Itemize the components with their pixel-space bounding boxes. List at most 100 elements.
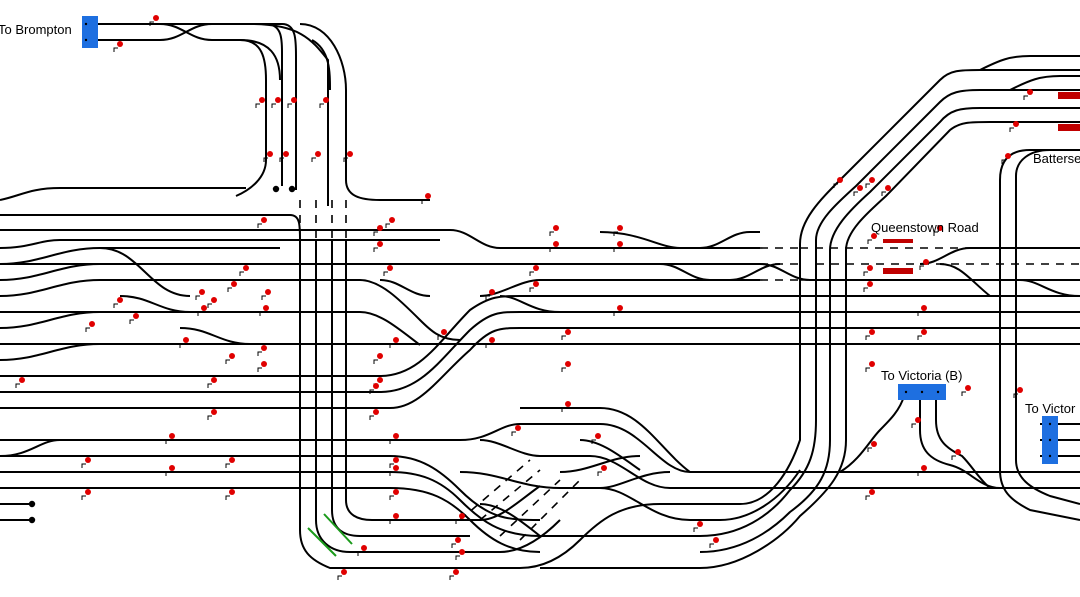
signal-lamp[interactable] (261, 217, 267, 223)
track-segment[interactable] (700, 69, 1080, 505)
red-dot-signal-icon[interactable] (389, 489, 399, 500)
signal-lamp[interactable] (133, 313, 139, 319)
tracks[interactable] (0, 23, 1080, 569)
red-dot-signal-icon[interactable] (81, 457, 91, 468)
track-segment[interactable] (1019, 279, 1080, 297)
red-dot-signal-icon[interactable] (389, 513, 399, 524)
red-dot-signal-icon[interactable] (1001, 153, 1011, 164)
exit-markers[interactable] (82, 16, 1058, 464)
red-dot-signal-icon[interactable] (613, 305, 623, 316)
signal-lamp[interactable] (455, 537, 461, 543)
red-dot-signal-icon[interactable] (261, 289, 271, 300)
red-dot-signal-icon[interactable] (373, 353, 383, 364)
signal-lamp[interactable] (153, 15, 159, 21)
red-dot-signal-icon[interactable] (917, 305, 927, 316)
red-dot-signal-icon[interactable] (357, 545, 367, 556)
red-dot-signal-icon[interactable] (561, 361, 571, 372)
signal-lamp[interactable] (565, 401, 571, 407)
red-dot-signal-icon[interactable] (343, 151, 353, 162)
signal-lamp[interactable] (201, 305, 207, 311)
track-segment[interactable] (99, 247, 191, 297)
red-dot-signal-icon[interactable] (591, 433, 601, 444)
track-segment[interactable] (0, 439, 61, 457)
signal-lamp[interactable] (393, 457, 399, 463)
red-dot-signal-icon[interactable] (865, 361, 875, 372)
red-dot-signal-icon[interactable] (485, 337, 495, 348)
signal-lamp[interactable] (553, 241, 559, 247)
red-dot-signal-icon[interactable] (225, 457, 235, 468)
track-segment[interactable] (0, 229, 760, 249)
track-segment[interactable] (0, 471, 700, 537)
signal-lamp[interactable] (867, 265, 873, 271)
track-segment[interactable] (98, 23, 267, 197)
red-dot-signal-icon[interactable] (385, 217, 395, 228)
red-dot-signal-icon[interactable] (549, 225, 559, 236)
track-segment[interactable] (0, 263, 101, 281)
red-dot-signal-icon[interactable] (389, 457, 399, 468)
signal-lamp[interactable] (377, 377, 383, 383)
signal-lamp[interactable] (211, 377, 217, 383)
signal-lamp[interactable] (229, 353, 235, 359)
signal-lamp[interactable] (459, 549, 465, 555)
red-dot-signal-icon[interactable] (865, 329, 875, 340)
red-dot-signal-icon[interactable] (239, 265, 249, 276)
track-segment[interactable] (579, 439, 641, 471)
red-dot-signal-icon[interactable] (911, 417, 921, 428)
track-segment[interactable] (559, 455, 641, 473)
red-dot-signal-icon[interactable] (437, 329, 447, 340)
red-dot-signal-icon[interactable] (693, 521, 703, 532)
signal-lamp[interactable] (377, 225, 383, 231)
red-dot-signal-icon[interactable] (129, 313, 139, 324)
signal-lamp[interactable] (489, 289, 495, 295)
track-segment[interactable] (311, 39, 331, 91)
red-dot-signal-icon[interactable] (373, 241, 383, 252)
track-segment[interactable] (299, 240, 700, 569)
red-dot-signal-icon[interactable] (863, 265, 873, 276)
red-dot-signal-icon[interactable] (1013, 387, 1023, 398)
track-segment[interactable] (999, 180, 1080, 521)
track-segment[interactable] (0, 311, 101, 329)
red-dot-signal-icon[interactable] (319, 97, 329, 108)
red-dot-signal-icon[interactable] (451, 537, 461, 548)
red-dot-signal-icon[interactable] (225, 353, 235, 364)
signal-lamp[interactable] (617, 225, 623, 231)
signal-lamp[interactable] (553, 225, 559, 231)
track-segment[interactable] (499, 295, 561, 313)
signal-lamp[interactable] (1017, 387, 1023, 393)
signal-lamp[interactable] (923, 259, 929, 265)
red-dot-signal-icon[interactable] (165, 433, 175, 444)
red-dot-signal-icon[interactable] (257, 361, 267, 372)
signal-lamp[interactable] (263, 305, 269, 311)
signal-lamp[interactable] (315, 151, 321, 157)
red-dot-signal-icon[interactable] (549, 241, 559, 252)
red-dot-signal-icon[interactable] (529, 265, 539, 276)
red-dot-signal-icon[interactable] (833, 177, 843, 188)
track-segment[interactable] (239, 39, 281, 81)
signal-lamp[interactable] (393, 489, 399, 495)
red-dot-signal-icon[interactable] (15, 377, 25, 388)
signal-lamp[interactable] (211, 297, 217, 303)
track-segment[interactable] (699, 231, 760, 249)
signal-lamp[interactable] (283, 151, 289, 157)
red-dot-signal-icon[interactable] (255, 97, 265, 108)
signal-lamp[interactable] (869, 329, 875, 335)
red-dot-signal-icon[interactable] (867, 233, 877, 244)
red-dot-signal-icon[interactable] (597, 465, 607, 476)
signal-lamp[interactable] (533, 281, 539, 287)
signal-lamp[interactable] (323, 97, 329, 103)
signal-lamp[interactable] (921, 305, 927, 311)
signal-lamp[interactable] (229, 457, 235, 463)
exit-block[interactable] (82, 16, 98, 48)
signal-lamp[interactable] (267, 151, 273, 157)
red-dot-signal-icon[interactable] (337, 569, 347, 580)
red-dot-signal-icon[interactable] (867, 441, 877, 452)
red-dot-signal-icon[interactable] (389, 433, 399, 444)
track-segment[interactable] (0, 311, 421, 346)
signal-lamp[interactable] (1027, 89, 1033, 95)
track-segment[interactable] (1009, 75, 1080, 91)
red-dot-signal-icon[interactable] (613, 225, 623, 236)
track-segment[interactable] (839, 395, 905, 473)
signal-lamp[interactable] (869, 361, 875, 367)
track-segment[interactable] (659, 263, 711, 281)
signal-lamp[interactable] (617, 305, 623, 311)
